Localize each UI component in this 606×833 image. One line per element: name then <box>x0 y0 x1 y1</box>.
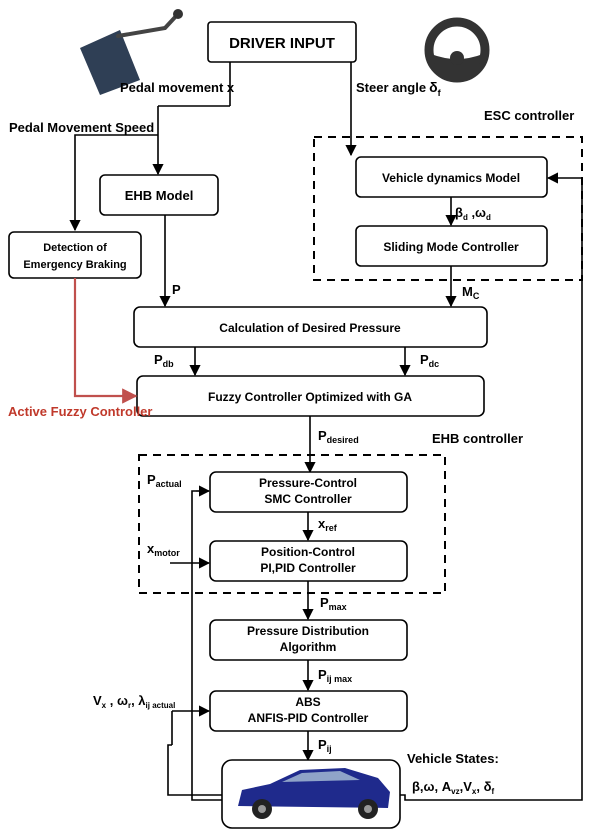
desired-pressure-label: Calculation of Desired Pressure <box>219 321 401 335</box>
detection-line-2: Emergency Braking <box>23 259 126 271</box>
abs-line-2: ANFIS-PID Controller <box>248 711 369 725</box>
driver-input-box <box>207 21 357 63</box>
position-control-line-2: PI,PID Controller <box>260 561 356 575</box>
sliding-mode-label: Sliding Mode Controller <box>383 240 519 254</box>
pressure-control-line-2: SMC Controller <box>264 492 352 506</box>
pijmax-label: Pij max <box>318 667 352 684</box>
abs-line-1: ABS <box>295 695 320 709</box>
pressure-control-line-1: Pressure-Control <box>259 476 357 490</box>
car-icon <box>238 768 390 819</box>
pedal-icon <box>80 9 183 95</box>
pressure-distribution-line-1: Pressure Distribution <box>247 624 369 638</box>
feedback-label: Vx , ωr, λij actual <box>93 693 175 710</box>
vehicle-states-label: Vehicle States: <box>407 751 499 766</box>
vehicle-dynamics-label: Vehicle dynamics Model <box>382 171 520 185</box>
position-control-line-1: Position-Control <box>261 545 355 559</box>
xref-label: xref <box>318 516 338 533</box>
detection-box <box>8 231 142 279</box>
driver-input-title: DRIVER INPUT <box>229 35 335 52</box>
ehb-controller-label: EHB controller <box>432 431 523 446</box>
xmotor-label: xmotor <box>147 541 180 558</box>
ehb-controller-region <box>138 454 446 594</box>
desired-pressure-box <box>133 306 488 348</box>
pdb-label: Pdb <box>154 352 174 369</box>
pij-label: Pij <box>318 737 332 754</box>
esc-controller-label: ESC controller <box>484 108 574 123</box>
ehb-model-box <box>99 174 219 216</box>
steering-wheel-icon <box>424 17 490 83</box>
pdesired-label: Pdesired <box>318 428 359 445</box>
pdc-label: Pdc <box>420 352 439 369</box>
mc-label: MC <box>462 284 480 301</box>
active-fuzzy-label: Active Fuzzy Controller <box>8 404 152 419</box>
pmax-label: Pmax <box>320 595 347 612</box>
active-fuzzy-arrow <box>73 278 138 404</box>
pactual-label: Pactual <box>147 472 182 489</box>
ehb-model-label: EHB Model <box>125 188 194 203</box>
fuzzy-ga-label: Fuzzy Controller Optimized with GA <box>208 390 412 404</box>
beta-omega-d-label: βd ,ωd <box>455 205 491 222</box>
detection-line-1: Detection of <box>43 242 107 254</box>
p-label: P <box>172 282 181 297</box>
pedal-speed-label: Pedal Movement Speed <box>9 120 154 135</box>
pedal-movement-label: Pedal movement x <box>120 80 235 95</box>
states-list-label: β,ω, Avz,Vx, δf <box>412 779 494 796</box>
pressure-distribution-line-2: Algorithm <box>280 640 337 654</box>
